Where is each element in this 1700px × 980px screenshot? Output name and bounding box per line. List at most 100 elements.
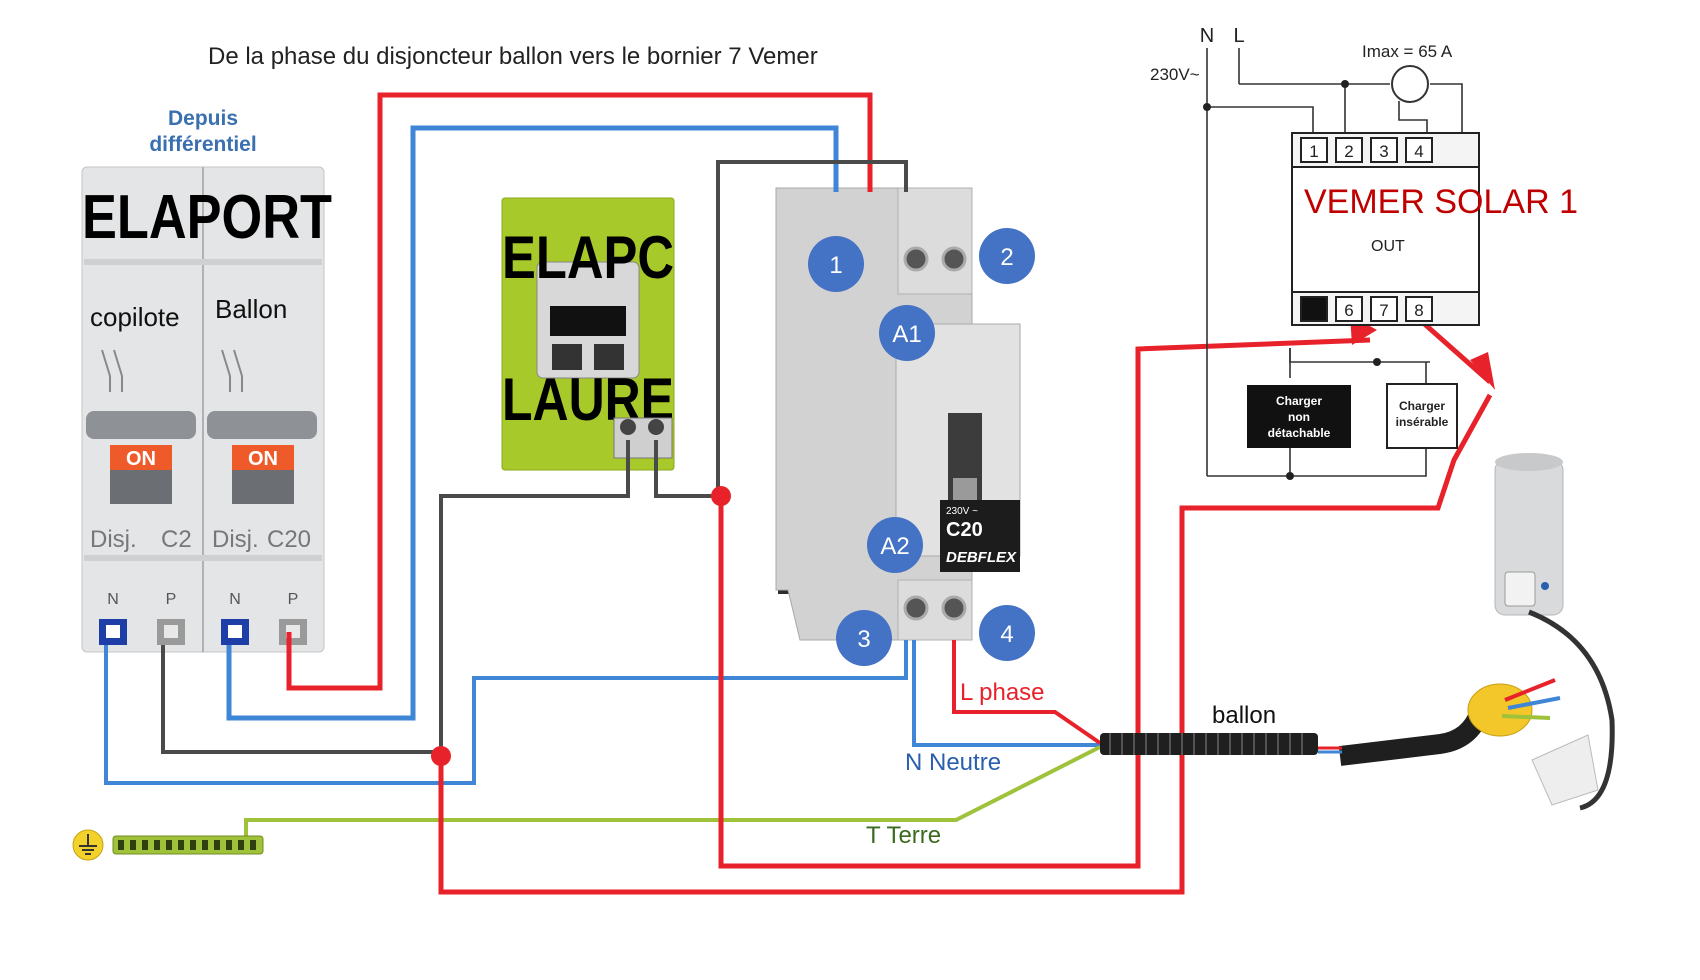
junction-dot-timer [711, 486, 731, 506]
breaker-left-p-screw [164, 625, 178, 638]
badge-terminal-a1 [879, 305, 935, 361]
breaker-source-label-2: différentiel [149, 133, 256, 156]
water-heater-top [1495, 453, 1563, 471]
timer-brand-top: ELAPC [502, 224, 674, 291]
earth-symbol [79, 834, 97, 855]
label-neutral: N Neutre [905, 749, 1001, 776]
vemer-top-terminal-2[interactable] [1335, 137, 1363, 163]
badge-terminal-a2-label: A2 [880, 533, 909, 560]
contactor-top-terminals [897, 187, 973, 295]
wires [104, 92, 1495, 895]
earth-screws [118, 840, 256, 850]
badge-terminal-4-label: 4 [1000, 621, 1013, 648]
contactor-label-plate [940, 500, 1020, 572]
vemer-bottom-terminal-7[interactable] [1370, 296, 1398, 322]
badge-terminal-1 [808, 236, 864, 292]
label-earth: T Terre [866, 822, 941, 849]
badge-terminal-1-label: 1 [829, 252, 842, 279]
wire-neutral-to-cable [912, 640, 1100, 747]
vemer-load-removable [1386, 383, 1458, 449]
timer-screw-right[interactable] [648, 419, 664, 435]
water-heater-cable [1528, 609, 1615, 811]
vemer-device-label: VEMER SOLAR 1 [1304, 183, 1578, 221]
wire-phase-to-vemer-7 [718, 337, 1371, 869]
vemer-l-label: L [1233, 25, 1244, 47]
vemer-top-terminal-4-label: 4 [1414, 142, 1423, 161]
breaker-right-disj: Disj. [212, 526, 259, 553]
breaker-left-disj: Disj. [90, 526, 137, 553]
vemer-top-terminals: 1 2 3 4 [1300, 137, 1433, 163]
wire-neutral-breaker-to-contactor [226, 125, 839, 721]
label-phase: L phase [960, 679, 1045, 706]
vemer-out-label: OUT [1371, 238, 1405, 255]
arrowhead-vemer-8 [1470, 352, 1495, 390]
breaker-left-rating: C2 [161, 526, 192, 553]
water-heater-indicator-icon [1541, 582, 1549, 590]
badge-terminal-2 [979, 228, 1035, 284]
timer-screw-left[interactable] [620, 419, 636, 435]
vemer-top-terminal-1[interactable] [1300, 137, 1328, 163]
breaker-band-top [84, 259, 322, 265]
wire-earth [244, 745, 1101, 845]
breaker-left-name: copilote [90, 302, 180, 332]
vemer-junction-1 [1203, 103, 1211, 111]
breaker-left-n-screw [106, 625, 120, 638]
breaker-right-n-label: N [229, 591, 241, 608]
breaker-left-window [110, 470, 172, 504]
breaker-right-on: ON [248, 448, 278, 470]
vemer-load-fixed-line2: non [1288, 410, 1310, 424]
contactor-rating-small: 230V ~ [946, 506, 978, 517]
breaker-left-toggle[interactable] [86, 411, 196, 439]
caption: De la phase du disjoncteur ballon vers l… [208, 43, 818, 70]
breaker-band-bottom [84, 555, 322, 561]
junction-wire-red [1504, 678, 1556, 702]
breaker-left-p-label: P [166, 591, 177, 608]
vemer-schematic: N L 230V~ Imax = 65 A [1150, 25, 1578, 480]
vemer-imax: Imax = 65 A [1362, 42, 1453, 61]
label-cable: ballon [1212, 702, 1276, 729]
breaker-right-toggle[interactable] [207, 411, 317, 439]
water-heater-control-box [1504, 571, 1536, 607]
vemer-bottom-terminal-6[interactable] [1335, 296, 1363, 322]
vemer-top-terminal-3[interactable] [1370, 137, 1398, 163]
wire-phase-breaker-to-contactor [286, 92, 873, 691]
junction-box [1467, 678, 1599, 806]
breaker-right-window [232, 470, 294, 504]
vemer-top-terminal-4[interactable] [1405, 137, 1433, 163]
badge-terminal-3 [836, 610, 892, 666]
badge-terminal-3-label: 3 [857, 626, 870, 653]
vemer-n-label: N [1200, 25, 1214, 47]
breaker-right-on-flag [232, 445, 294, 470]
timer-module: ELAPC LAURE [501, 197, 675, 471]
timer-button-right[interactable] [594, 344, 624, 370]
contactor-terminal-1-screw[interactable] [903, 246, 929, 272]
breaker-right-n-screw [228, 625, 242, 638]
contactor-rating: C20 [946, 519, 983, 541]
badge-terminal-a2 [867, 517, 923, 573]
earth-bar [72, 829, 264, 861]
vemer-top-terminal-3-label: 3 [1379, 142, 1388, 161]
wire-control-copilote [161, 440, 630, 754]
timer-button-left[interactable] [552, 344, 582, 370]
contactor-terminal-3-screw[interactable] [903, 595, 929, 621]
contactor-terminal-4-screw[interactable] [941, 595, 967, 621]
vemer-bottom-terminal-8[interactable] [1405, 296, 1433, 322]
breaker-source-label: Depuis [168, 107, 238, 130]
wire-neutral-copilote [104, 640, 908, 785]
vemer-load-fixed-line3: détachable [1268, 426, 1331, 440]
water-heater [1494, 453, 1615, 811]
junction-dot-copilote [431, 746, 451, 766]
contactor-terminal-2-screw[interactable] [941, 246, 967, 272]
vemer-top-terminal-2-label: 2 [1344, 142, 1353, 161]
timer-display [550, 306, 626, 336]
cable-conduit-main [1100, 733, 1318, 755]
cable-conduit-end [1338, 708, 1490, 766]
badge-terminal-2-label: 2 [1000, 244, 1013, 271]
badge-terminal-a1-label: A1 [892, 321, 921, 348]
vemer-load-fixed [1247, 385, 1351, 448]
vemer-voltage: 230V~ [1150, 65, 1200, 84]
breaker-right-name: Ballon [215, 294, 287, 324]
corrugated-cable [1100, 708, 1490, 766]
breaker-left-on-flag [110, 445, 172, 470]
